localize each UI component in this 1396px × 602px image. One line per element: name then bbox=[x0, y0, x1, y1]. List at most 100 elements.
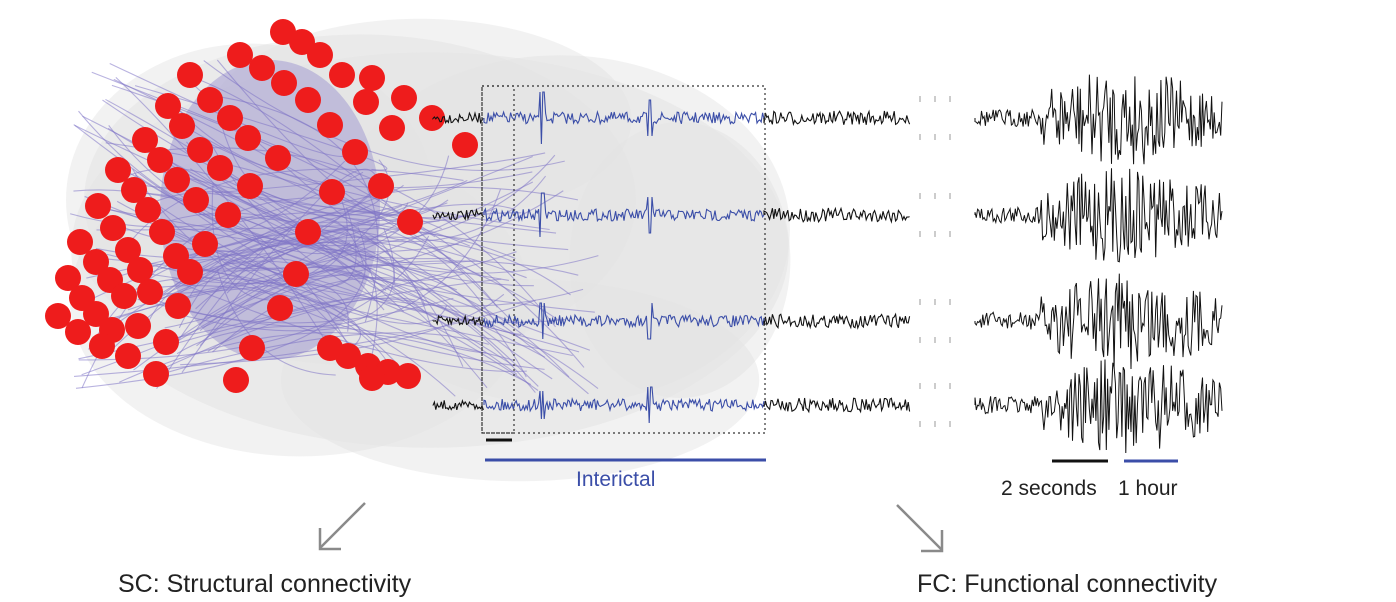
fiber bbox=[164, 181, 534, 329]
fiber bbox=[177, 189, 501, 332]
electrode bbox=[105, 157, 131, 183]
electrode bbox=[100, 215, 126, 241]
electrode bbox=[359, 365, 385, 391]
electrode bbox=[153, 329, 179, 355]
electrode bbox=[187, 137, 213, 163]
eeg-trace-pre bbox=[432, 208, 484, 221]
arrow-fc-shaft bbox=[896, 504, 943, 551]
fiber bbox=[74, 124, 458, 291]
fiber bbox=[78, 110, 459, 253]
electrode bbox=[235, 125, 261, 151]
electrode bbox=[197, 87, 223, 113]
electrode bbox=[359, 65, 385, 91]
electrode bbox=[137, 279, 163, 305]
electrode bbox=[452, 132, 478, 158]
electrode bbox=[289, 29, 315, 55]
eeg-trace-ictal bbox=[974, 168, 1223, 263]
fiber bbox=[137, 285, 456, 397]
scale-label-hour: 1 hour bbox=[1118, 477, 1178, 500]
fiber bbox=[142, 139, 599, 274]
arrow-sc-shaft bbox=[319, 502, 366, 549]
fiber bbox=[203, 60, 565, 172]
fiber bbox=[144, 260, 546, 358]
electrode bbox=[83, 301, 109, 327]
interictal-label: Interictal bbox=[576, 468, 656, 491]
electrode bbox=[317, 112, 343, 138]
structural-connectivity-label: SC: Structural connectivity bbox=[118, 570, 412, 598]
electrode bbox=[368, 173, 394, 199]
electrode bbox=[155, 93, 181, 119]
fiber bbox=[204, 225, 354, 319]
fiber bbox=[115, 76, 339, 361]
electrode bbox=[283, 261, 309, 287]
electrode bbox=[329, 62, 355, 88]
eeg-trace-interictal bbox=[483, 91, 765, 145]
fiber bbox=[105, 142, 498, 308]
electrode bbox=[419, 105, 445, 131]
fiber bbox=[202, 212, 595, 313]
electrode bbox=[342, 139, 368, 165]
electrode bbox=[307, 42, 333, 68]
fiber bbox=[199, 213, 527, 279]
eeg-trace-pre bbox=[432, 314, 484, 326]
fiber bbox=[156, 217, 366, 389]
electrode bbox=[55, 265, 81, 291]
brain-lobe bbox=[280, 278, 760, 482]
eeg-trace-ictal bbox=[974, 359, 1223, 454]
electrode bbox=[207, 155, 233, 181]
electrode bbox=[65, 319, 91, 345]
fiber bbox=[116, 164, 351, 255]
fiber bbox=[196, 264, 527, 378]
electrode bbox=[183, 187, 209, 213]
fiber bbox=[215, 152, 546, 194]
scale-label-seconds: 2 seconds bbox=[1001, 477, 1097, 500]
electrode bbox=[169, 113, 195, 139]
fiber bbox=[119, 332, 532, 386]
interictal-window bbox=[481, 85, 766, 434]
sample-window bbox=[481, 85, 515, 434]
electrode bbox=[192, 231, 218, 257]
electrode bbox=[397, 209, 423, 235]
fiber bbox=[106, 253, 573, 357]
electrode bbox=[165, 293, 191, 319]
fiber bbox=[210, 172, 522, 336]
electrode bbox=[335, 343, 361, 369]
eeg-trace-pre bbox=[432, 111, 484, 125]
scale-bars bbox=[485, 438, 1178, 463]
electrode bbox=[89, 333, 115, 359]
electrode bbox=[132, 127, 158, 153]
electrode bbox=[125, 313, 151, 339]
electrode bbox=[267, 295, 293, 321]
fiber bbox=[157, 332, 489, 376]
electrode bbox=[83, 249, 109, 275]
electrode bbox=[237, 173, 263, 199]
eeg-trace-interictal bbox=[483, 302, 765, 340]
eeg-trace-post bbox=[763, 397, 911, 414]
electrode bbox=[395, 363, 421, 389]
fiber bbox=[108, 125, 451, 260]
electrode bbox=[121, 177, 147, 203]
fiber bbox=[224, 261, 539, 391]
arrow-sc-head bbox=[318, 528, 341, 551]
eeg-trace-ictal bbox=[974, 74, 1223, 165]
eeg-trace-pre bbox=[432, 399, 484, 411]
fiber bbox=[152, 221, 497, 324]
electrode-grid bbox=[45, 19, 478, 393]
electrode bbox=[85, 193, 111, 219]
electrode bbox=[111, 283, 137, 309]
fiber bbox=[111, 84, 585, 368]
fiber bbox=[212, 277, 570, 378]
electrode bbox=[149, 219, 175, 245]
electrode bbox=[271, 70, 297, 96]
electrode bbox=[227, 42, 253, 68]
fiber bbox=[193, 213, 411, 293]
electrode bbox=[217, 105, 243, 131]
fiber bbox=[176, 325, 515, 361]
arrow-fc-head bbox=[921, 530, 944, 553]
eeg-trace-post bbox=[763, 109, 911, 127]
fiber bbox=[206, 141, 550, 231]
electrode bbox=[177, 259, 203, 285]
eeg-trace-interictal bbox=[483, 192, 765, 238]
fiber bbox=[133, 212, 522, 371]
